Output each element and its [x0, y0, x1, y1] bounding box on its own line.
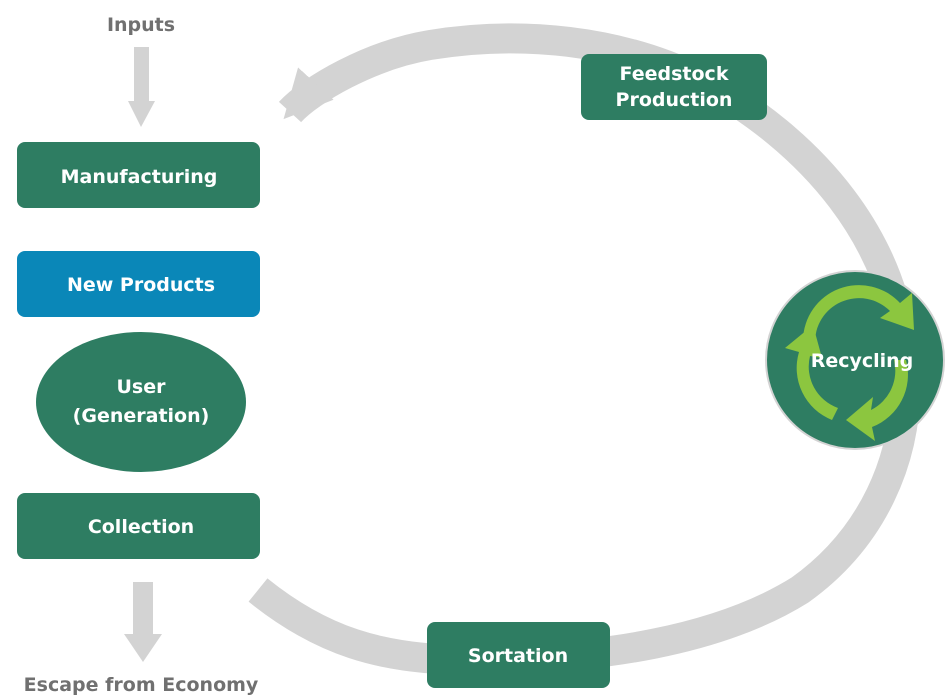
- recycle-icon: [785, 285, 914, 441]
- recycling-node: Recycling: [765, 270, 945, 450]
- feedstock-production-box: Feedstock Production: [581, 54, 767, 120]
- inputs-down-arrow-icon: [128, 47, 155, 127]
- production-label: Production: [616, 89, 733, 111]
- manufacturing-box: Manufacturing: [17, 142, 260, 208]
- inputs-label: Inputs: [107, 14, 175, 36]
- sortation-box: Sortation: [427, 622, 610, 688]
- collection-box: Collection: [17, 493, 260, 559]
- recycling-label: Recycling: [811, 350, 914, 372]
- escape-label: Escape from Economy: [24, 674, 259, 696]
- new-products-box: New Products: [17, 251, 260, 317]
- generation-label: (Generation): [73, 405, 210, 427]
- feedstock-label: Feedstock: [620, 63, 729, 85]
- sortation-label: Sortation: [468, 645, 568, 667]
- collection-label: Collection: [88, 516, 194, 538]
- escape-down-arrow-icon: [124, 582, 162, 662]
- manufacturing-label: Manufacturing: [61, 166, 218, 188]
- user-generation-node: User (Generation): [36, 332, 246, 472]
- new-products-label: New Products: [67, 274, 215, 296]
- user-label: User: [117, 376, 167, 398]
